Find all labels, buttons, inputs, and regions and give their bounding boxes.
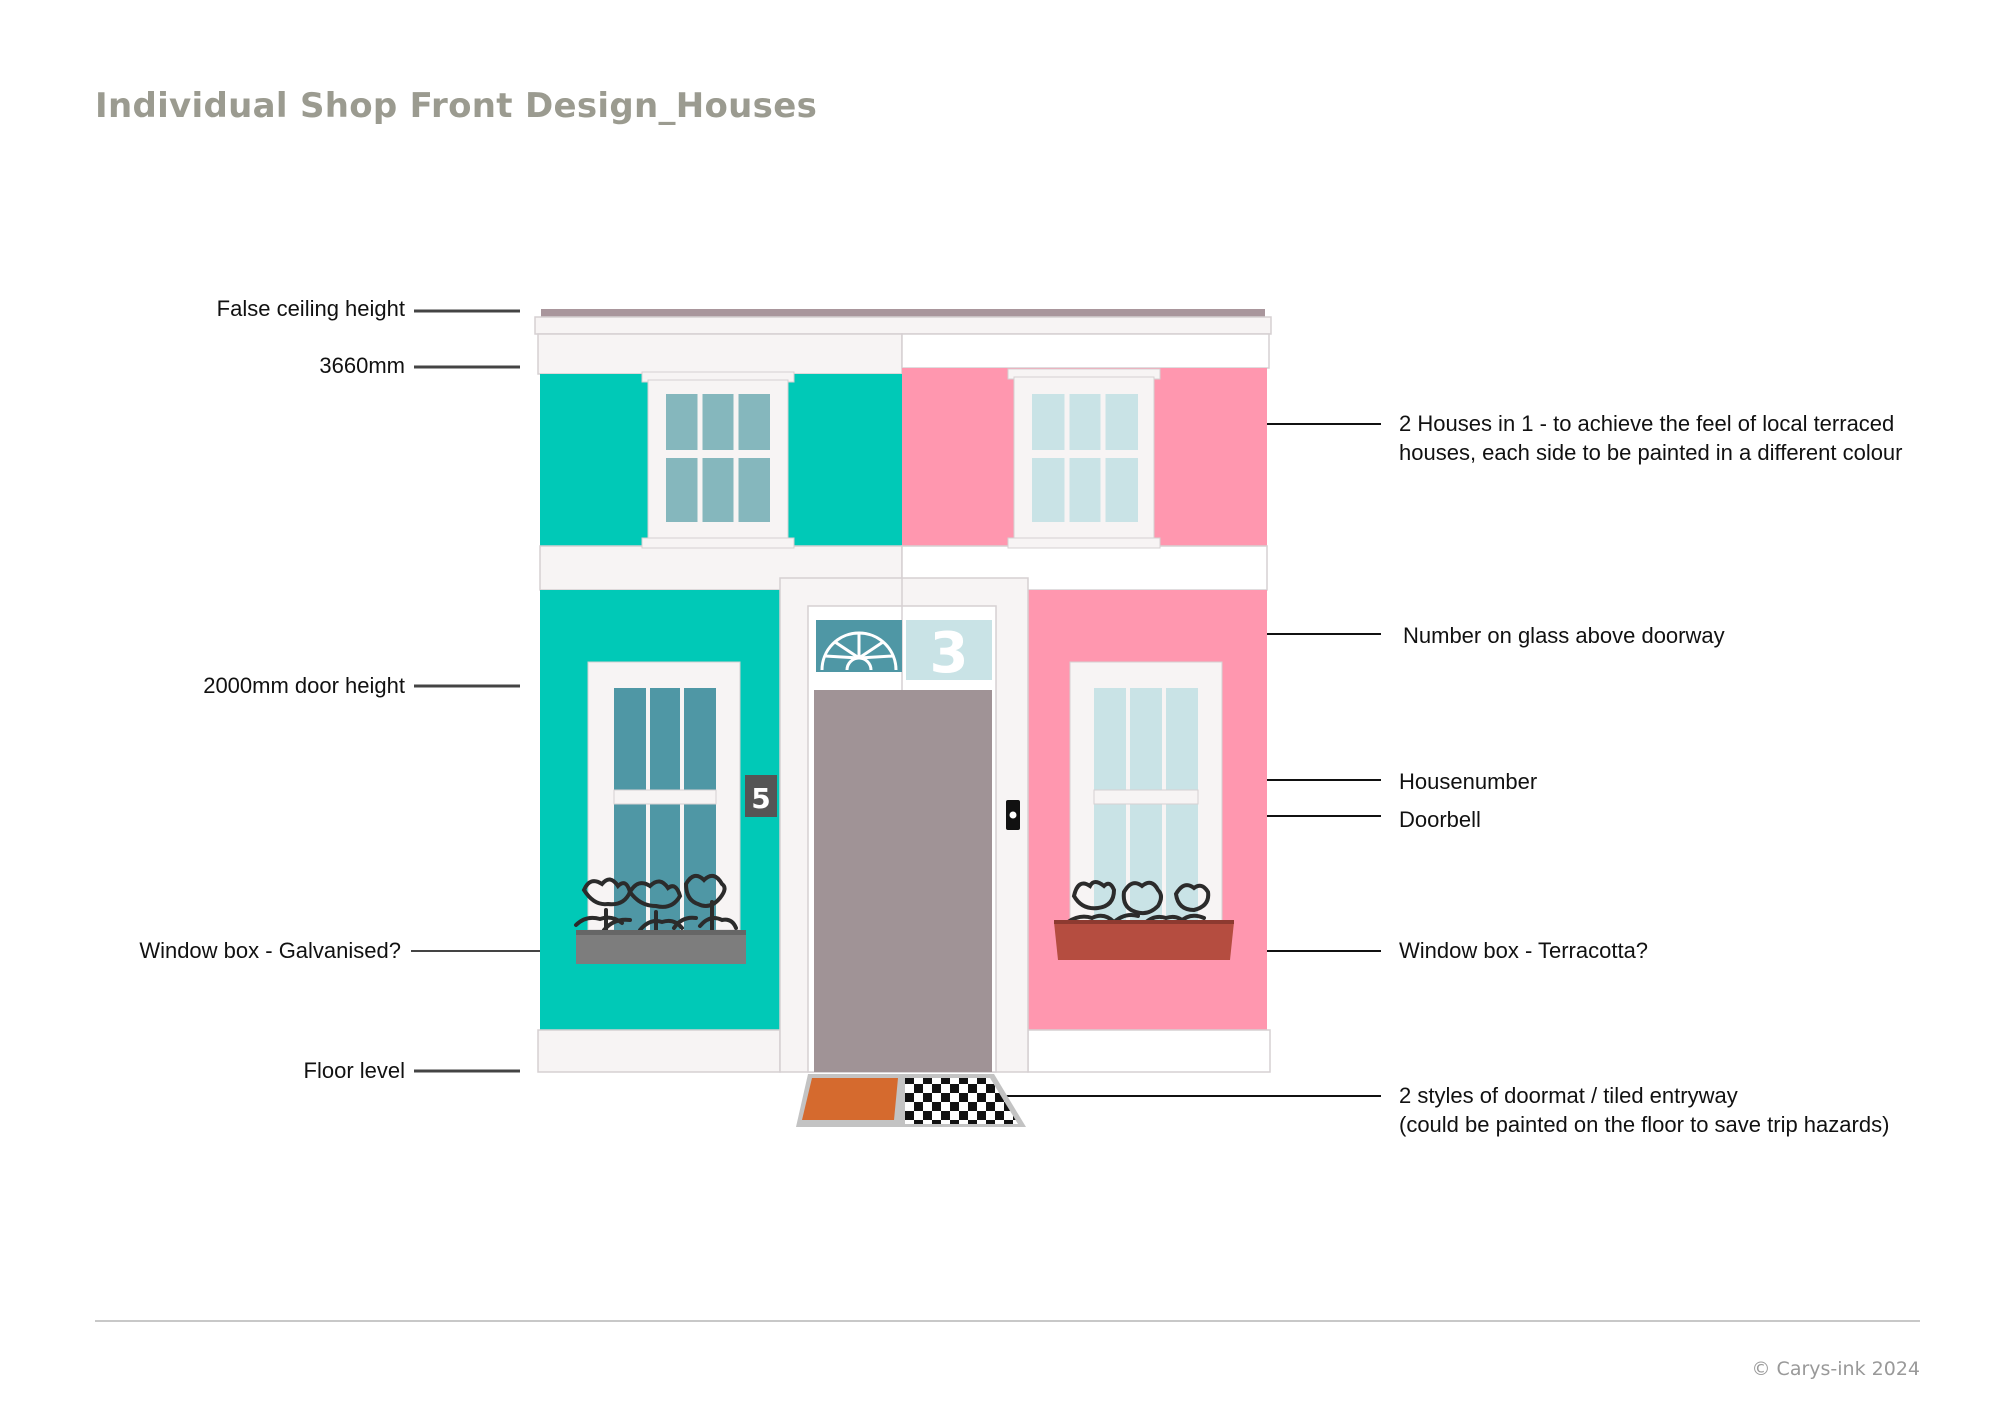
house-number-sign-text: 5 [751, 782, 770, 815]
teal-house-upper-trim [537, 333, 903, 375]
tiled-entryway [905, 1078, 1018, 1124]
window-box-terracotta [1054, 922, 1234, 960]
fanlight-arch [820, 631, 898, 671]
teal-upper-window [641, 371, 795, 549]
copyright-text: © Carys-ink 2024 [1751, 1358, 1920, 1380]
teal-house: 5 [537, 333, 903, 1073]
pink-window-flowers [1066, 880, 1211, 926]
label-doormat: 2 styles of doormat / tiled entryway (co… [1399, 1083, 1890, 1137]
page-title: Individual Shop Front Design_Houses [95, 86, 818, 126]
teal-lower-window [587, 661, 741, 931]
label-3660mm: 3660mm [319, 353, 405, 378]
doorway: 3 [779, 577, 1029, 1073]
house-number-sign [745, 775, 777, 817]
roof-line [541, 309, 1265, 317]
window-box-galvanised [576, 930, 746, 964]
label-door-height: 2000mm door height [203, 673, 405, 698]
roof-cornice [534, 316, 1272, 335]
number-glass [906, 620, 992, 680]
pink-upper-window [1007, 368, 1161, 549]
teal-window-flowers [574, 873, 738, 932]
label-number-on-glass: Number on glass above doorway [1403, 623, 1725, 648]
label-floor-level: Floor level [303, 1058, 405, 1083]
doormat [802, 1078, 898, 1120]
label-window-box-terracotta: Window box - Terracotta? [1399, 938, 1649, 963]
label-two-houses-in-one: 2 Houses in 1 - to achieve the feel of l… [1399, 411, 1903, 465]
label-doorbell: Doorbell [1399, 807, 1481, 832]
pink-house [901, 333, 1271, 1073]
label-false-ceiling-height: False ceiling height [216, 296, 405, 321]
doormat-area [796, 1074, 1026, 1127]
pink-house-base [1027, 1029, 1271, 1073]
teal-house-base [537, 1029, 781, 1073]
footer-divider [95, 1320, 1920, 1322]
label-housenumber: Housenumber [1399, 769, 1538, 794]
front-door [814, 690, 992, 1072]
number-glass-text: 3 [930, 621, 969, 686]
label-window-box-galvanised: Window box - Galvanised? [139, 938, 401, 963]
pink-lower-window [1069, 661, 1223, 931]
pink-house-upper-trim [901, 333, 1270, 369]
